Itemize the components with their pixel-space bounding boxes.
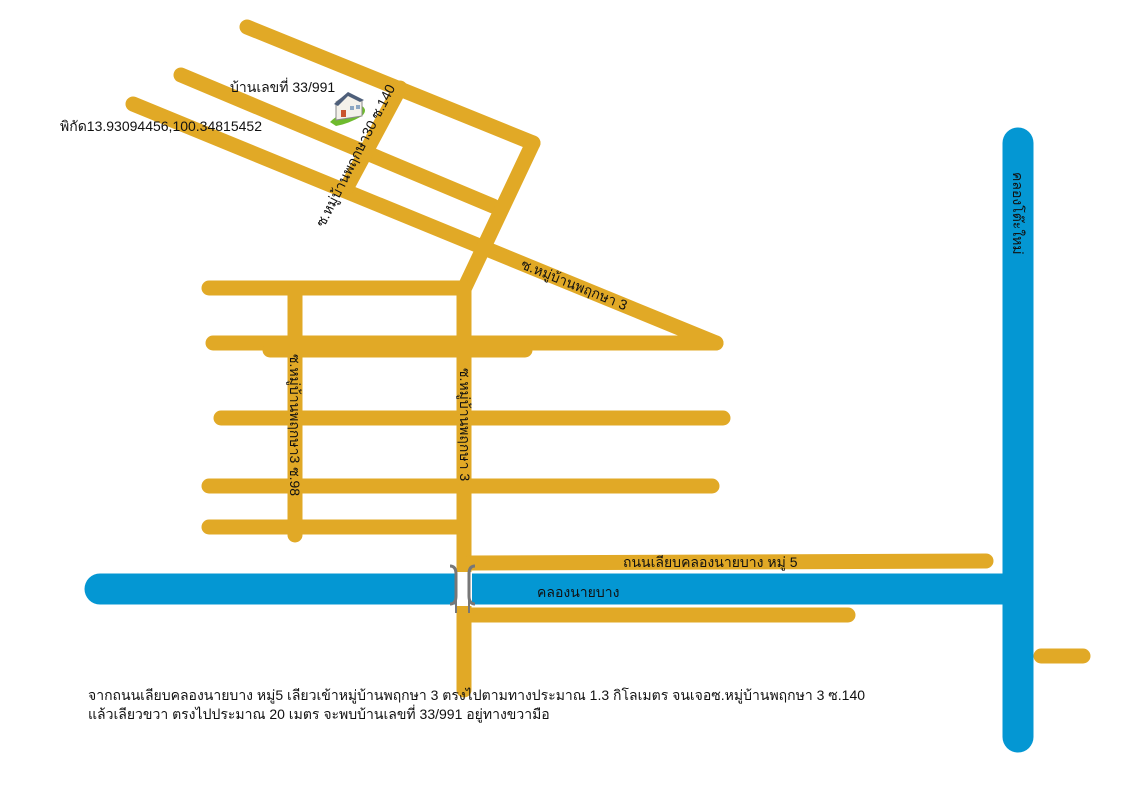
canal-nai-bang-label: คลองนายบาง — [537, 584, 619, 600]
house-label: บ้านเลขที่ 33/991 — [230, 78, 335, 95]
canals — [84, 127, 1034, 753]
road-soi-140 — [339, 80, 408, 195]
road-diagonal-soi-main — [125, 96, 724, 351]
road-canal-side — [462, 553, 994, 571]
road-diagonal-middle — [173, 67, 501, 214]
bridge-icon — [449, 564, 476, 613]
soi-98-label: ซ.หมู่บ้านพฤกษา3 ซ.98 — [286, 354, 303, 496]
canal-right-label: คลองโต๊ะใหม่ — [1010, 172, 1026, 255]
soi-main-diag-label: ซ.หมู่บ้านพฤกษา 3 — [519, 256, 630, 314]
directions-line-2: แล้วเลียวขวา ตรงไปประมาณ 20 เมตร จะพบบ้า… — [88, 706, 550, 722]
house-icon — [330, 92, 365, 126]
coordinates-label: พิกัด13.93094456,100.34815452 — [60, 118, 262, 134]
road-diagonal-top — [239, 19, 541, 151]
roads — [125, 19, 1091, 698]
directions-line-1: จากถนนเลียบคลองนายบาง หมู่5 เลียวเข้าหมู… — [88, 687, 866, 703]
village-main-road-label: ซ.หมู่บ้านพฤกษา 3 — [456, 368, 473, 481]
road-connector — [457, 135, 541, 295]
canal-road-label: ถนนเลียบคลองนายบาง หมู่ 5 — [623, 554, 798, 571]
directions-text: จากถนนเลียบคลองนายบาง หมู่5 เลียวเข้าหมู… — [88, 686, 988, 724]
